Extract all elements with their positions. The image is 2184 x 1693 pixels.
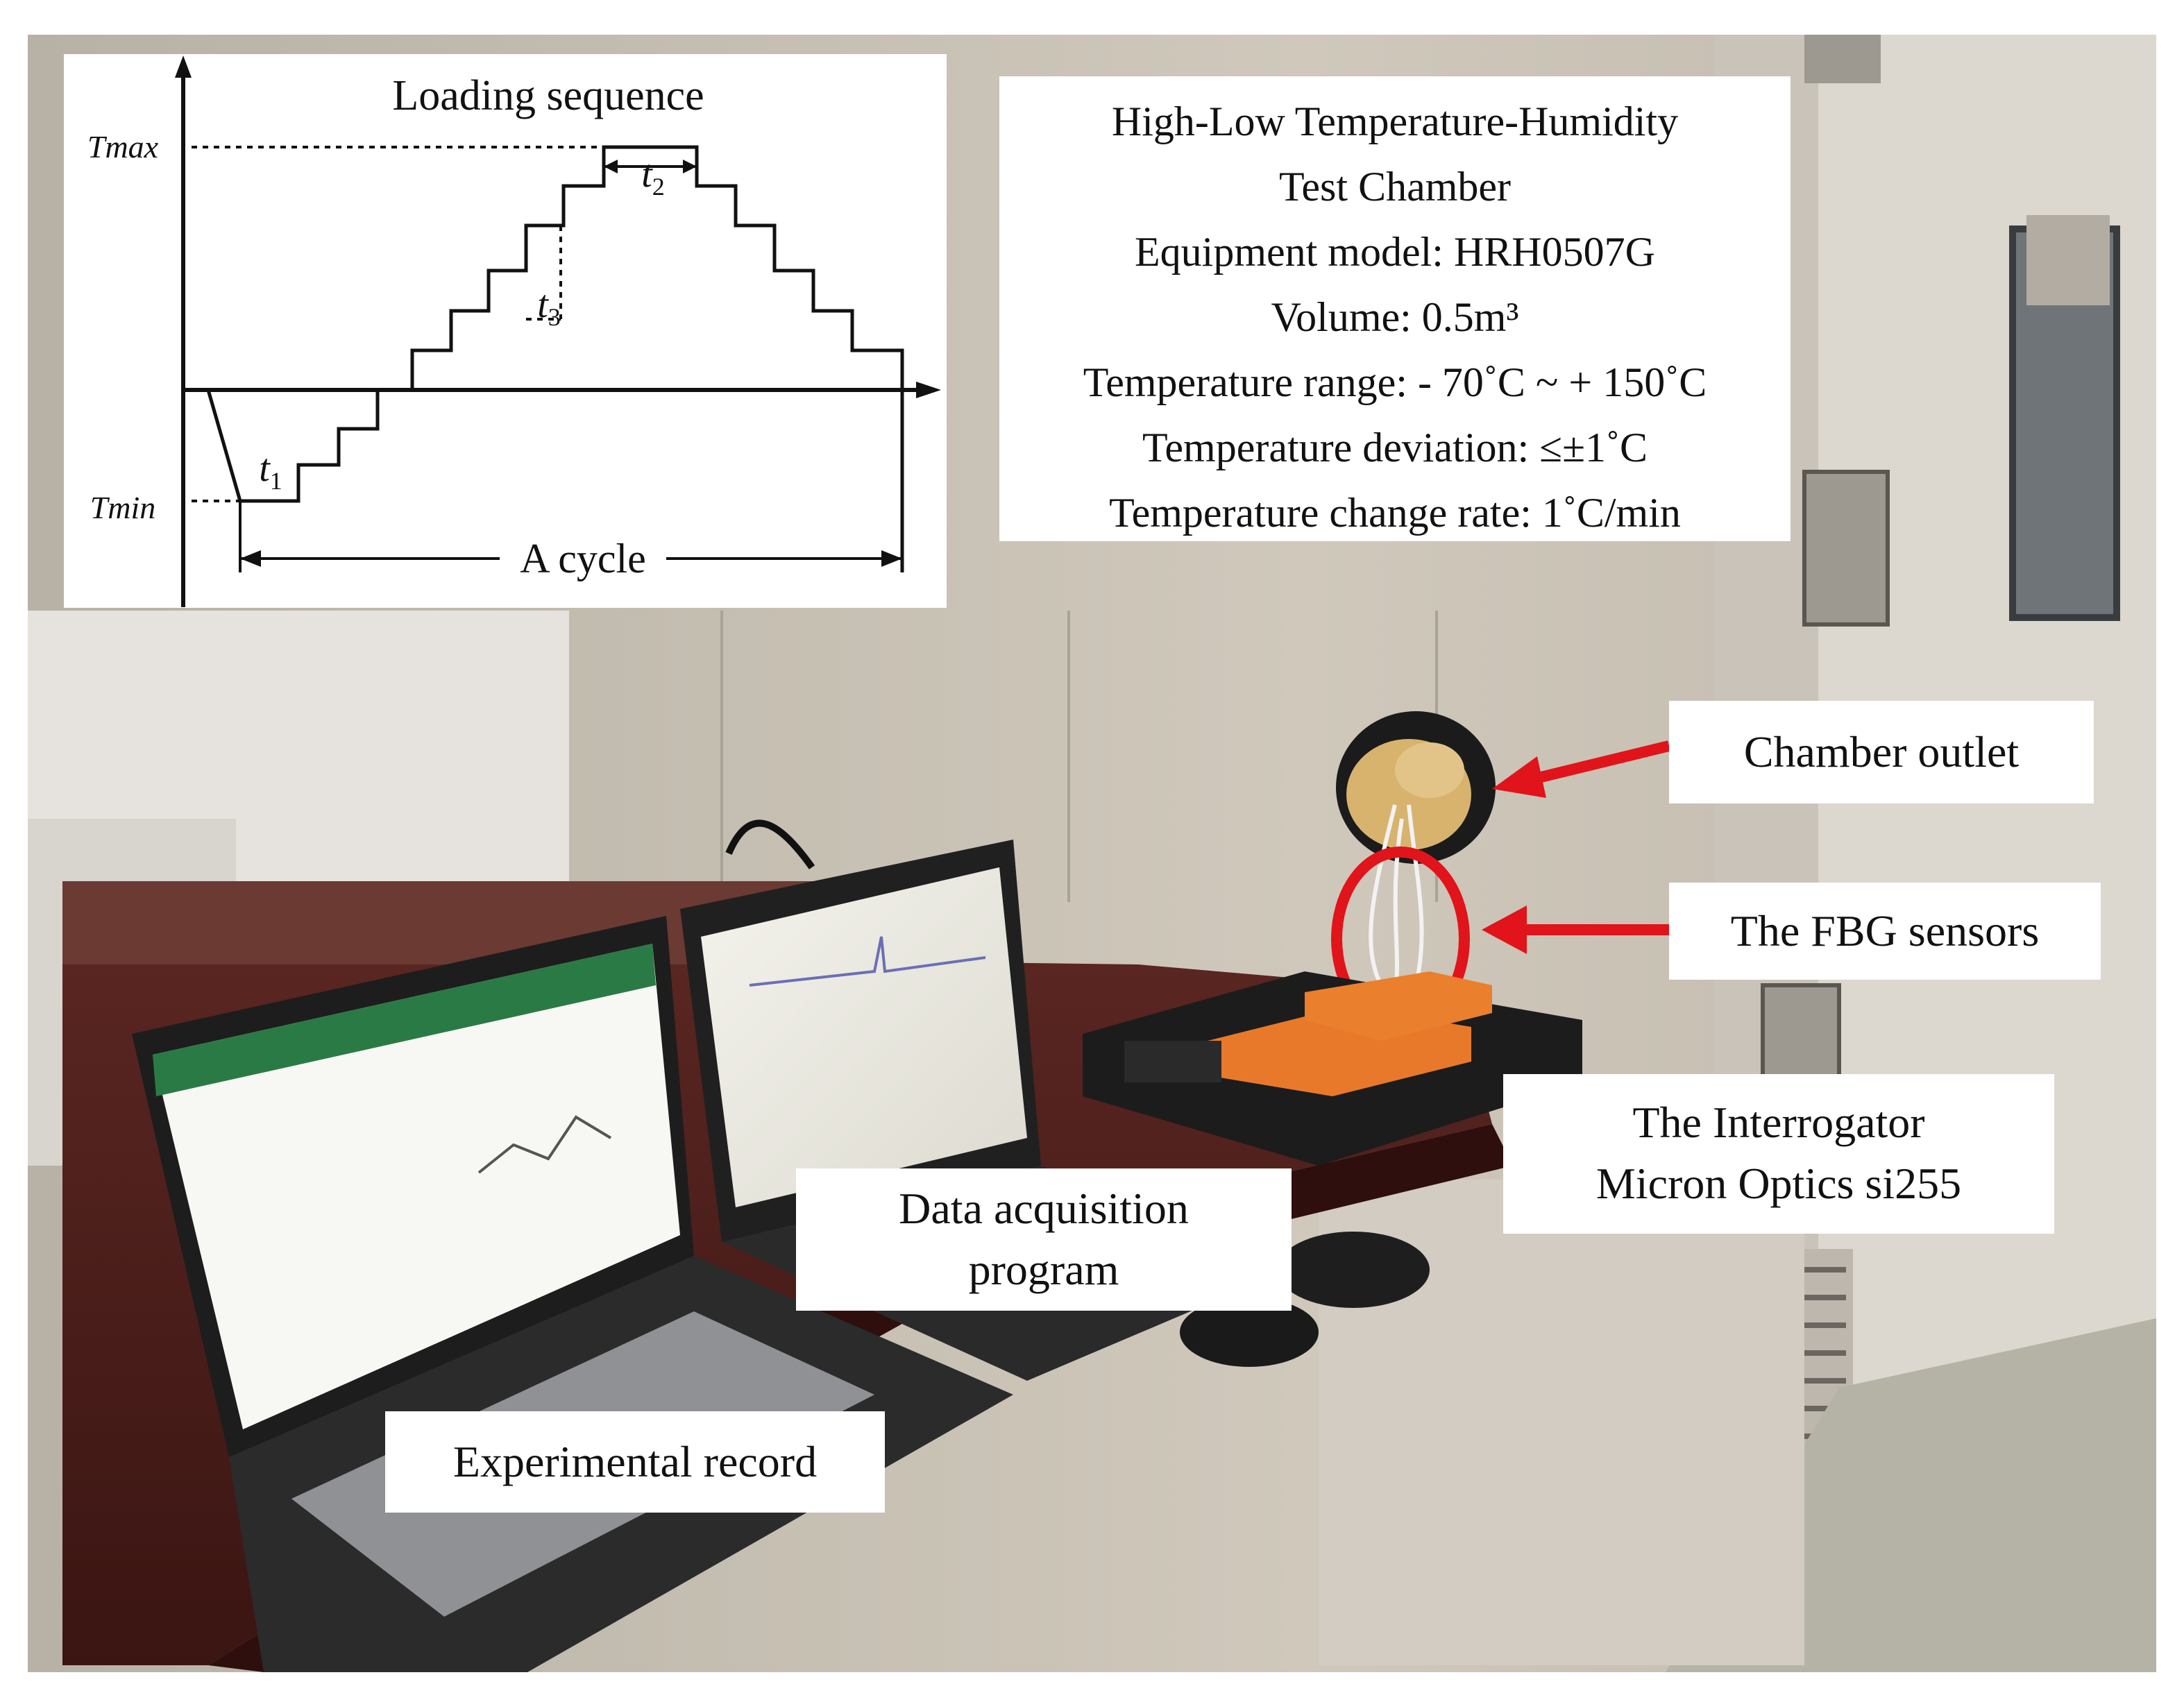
chamber-spec-panel: High-Low Temperature-Humidity Test Chamb…	[999, 76, 1791, 541]
cable	[725, 819, 815, 869]
callout-fbg-sensors: The FBG sensors	[1669, 883, 2101, 980]
data-acq-line-1: Data acquisition	[899, 1184, 1189, 1233]
callout-chamber-outlet: Chamber outlet	[1669, 701, 2094, 803]
t1-label: t1	[250, 444, 291, 495]
laptop-experimental-record	[132, 916, 1013, 1672]
t2-sub: 2	[652, 173, 665, 201]
spec-line-3: Equipment model: HRH0507G	[1135, 229, 1655, 275]
diagram-y-arrow	[175, 56, 192, 78]
spec-line-5: Temperature range: - 70˚C ~ + 150˚C	[1083, 359, 1707, 405]
t2-label: t2	[629, 150, 677, 201]
callout-arrow-chamber-outlet	[1492, 740, 1670, 798]
spec-line-2: Test Chamber	[1278, 164, 1512, 210]
interrogator-line-2: Micron Optics si255	[1595, 1159, 1962, 1208]
spec-line-1: High-Low Temperature-Humidity	[1111, 99, 1679, 144]
mouse-left	[1180, 1298, 1319, 1367]
diagram-x-arrow	[916, 382, 941, 398]
spec-line-4: Volume: 0.5m³	[1271, 294, 1519, 340]
t1-sub: 1	[269, 467, 282, 495]
diagram-title: Loading sequence	[392, 72, 704, 119]
chamber-hinge-top	[1804, 35, 1881, 83]
t1-main: t	[259, 447, 270, 490]
spec-line-6: Temperature deviation: ≤±1˚C	[1142, 425, 1648, 470]
data-acq-line-2: program	[968, 1245, 1119, 1294]
callout-interrogator: The Interrogator Micron Optics si255	[1503, 1074, 2054, 1234]
loading-profile	[206, 145, 904, 572]
callout-experimental-record: Experimental record	[385, 1411, 885, 1513]
chamber-hinge-upper	[1802, 470, 1890, 627]
t2-main: t	[641, 153, 652, 196]
mouse-right	[1277, 1232, 1430, 1308]
diagram-panel	[64, 54, 947, 608]
chamber-outlet-photo	[1336, 711, 1496, 864]
tmin-label: Tmin	[90, 490, 156, 525]
callout-data-acquisition: Data acquisition program	[796, 1168, 1292, 1311]
chamber-latch	[2026, 215, 2110, 305]
interrogator-line-1: The Interrogator	[1632, 1098, 1925, 1147]
tmax-label: Tmax	[87, 129, 159, 164]
t3-main: t	[537, 283, 548, 326]
cycle-label: A cycle	[500, 534, 666, 583]
spec-line-7: Temperature change rate: 1˚C/min	[1109, 490, 1681, 536]
callout-arrow-fbg-sensors	[1482, 905, 1669, 954]
interrogator-device	[1083, 971, 1582, 1166]
t3-label: t3	[525, 280, 573, 332]
t3-sub: 3	[548, 303, 561, 332]
